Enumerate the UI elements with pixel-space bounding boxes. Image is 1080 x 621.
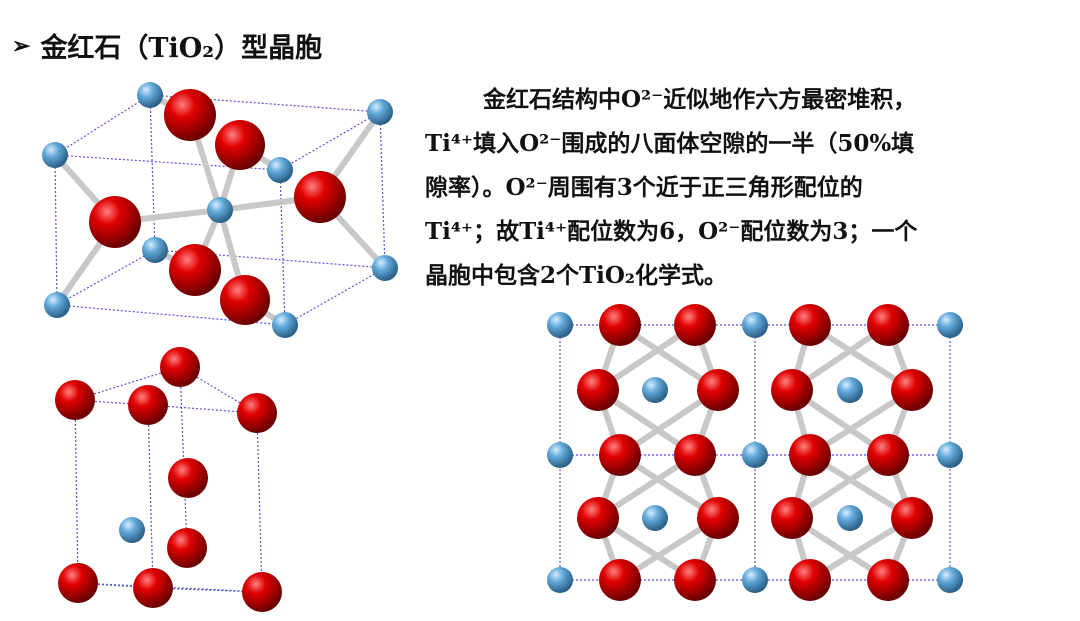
titanium-atom (837, 377, 863, 403)
unit-cell-edge (54, 154, 58, 306)
oxygen-atom (674, 559, 716, 601)
oxygen-atom (169, 244, 221, 296)
oxygen-atom (697, 497, 739, 539)
oxygen-atom (789, 434, 831, 476)
oxygen-atom (164, 89, 216, 141)
oxygen-atom (867, 434, 909, 476)
description-paragraph: 金红石结构中O²⁻近似地作六方最密堆积， Ti⁴⁺填入O²⁻围成的八面体空隙的一… (425, 78, 917, 298)
unit-cell-edge (54, 154, 281, 171)
titanium-atom (547, 312, 573, 338)
oxygen-atom (58, 563, 98, 603)
oxygen-atom (771, 497, 813, 539)
unit-cell-edge (149, 94, 381, 113)
oxygen-atom (674, 434, 716, 476)
titanium-atom (272, 312, 298, 338)
titanium-atom (142, 237, 168, 263)
oxygen-atom (128, 385, 168, 425)
oxygen-atom (168, 458, 208, 498)
oxygen-atom (674, 304, 716, 346)
oxygen-atom (242, 572, 282, 612)
paragraph-line: 隙率）。O²⁻周围有3个近于正三角形配位的 (425, 174, 863, 201)
unit-cell-edge (54, 94, 151, 156)
titanium-atom (137, 82, 163, 108)
unit-cell-edge (74, 399, 79, 584)
titanium-atom (642, 377, 668, 403)
oxygen-atom (891, 497, 933, 539)
oxygen-atom (55, 380, 95, 420)
paragraph-line: Ti⁴⁺；故Ti⁴⁺配位数为6，O²⁻配位数为3；一个 (425, 218, 918, 245)
titanium-atom (547, 567, 573, 593)
paragraph-line: 晶胞中包含2个TiO₂化学式。 (425, 262, 727, 289)
unit-cell-edge (179, 366, 258, 414)
titanium-atom (367, 99, 393, 125)
title-text: 金红石（TiO₂）型晶胞 (40, 33, 323, 64)
titanium-atom (937, 312, 963, 338)
titanium-atom (742, 567, 768, 593)
unit-cell-edge (284, 267, 386, 326)
oxygen-atom (789, 559, 831, 601)
unit-cell-edge (256, 412, 263, 593)
titanium-atom (372, 255, 398, 281)
unit-cell-edge (149, 94, 156, 251)
titanium-atom (42, 142, 68, 168)
titanium-atom (837, 505, 863, 531)
oxygen-atom (237, 393, 277, 433)
titanium-atom (742, 312, 768, 338)
oxygen-atom (599, 434, 641, 476)
oxygen-atom (160, 347, 200, 387)
arrow-right-icon: ➢ (12, 32, 31, 59)
oxygen-atom (220, 275, 270, 325)
oxygen-atom (215, 120, 265, 170)
unit-cell-edge (56, 249, 156, 306)
oxygen-atom (891, 369, 933, 411)
titanium-atom (267, 157, 293, 183)
unit-cell-edge (179, 366, 188, 549)
oxygen-atom (133, 568, 173, 608)
oxygen-atom (577, 369, 619, 411)
oxygen-atom (867, 304, 909, 346)
oxygen-atom (294, 171, 346, 223)
oxygen-atom (771, 369, 813, 411)
titanium-atom (937, 567, 963, 593)
titanium-atom (937, 442, 963, 468)
unit-cell-edge (147, 404, 154, 589)
oxygen-atom (599, 304, 641, 346)
oxygen-atom (89, 196, 141, 248)
paragraph-line: Ti⁴⁺填入O²⁻围成的八面体空隙的一半（50%填 (425, 130, 915, 157)
unit-cell-edge (279, 111, 381, 171)
unit-cell-edge (379, 111, 386, 269)
unit-cell-edge (279, 169, 286, 326)
titanium-atom (207, 197, 233, 223)
paragraph-line: 金红石结构中O²⁻近似地作六方最密堆积， (483, 86, 917, 113)
slide-title: ➢ 金红石（TiO₂）型晶胞 (12, 26, 322, 65)
unit-cell-edge (154, 249, 386, 269)
titanium-atom (547, 442, 573, 468)
oxygen-atom (789, 304, 831, 346)
oxygen-atom (599, 559, 641, 601)
titanium-atom (119, 517, 145, 543)
titanium-atom (742, 442, 768, 468)
oxygen-atom (577, 497, 619, 539)
oxygen-atom (867, 559, 909, 601)
oxygen-atom (697, 369, 739, 411)
titanium-atom (642, 505, 668, 531)
titanium-atom (44, 292, 70, 318)
oxygen-atom (167, 528, 207, 568)
